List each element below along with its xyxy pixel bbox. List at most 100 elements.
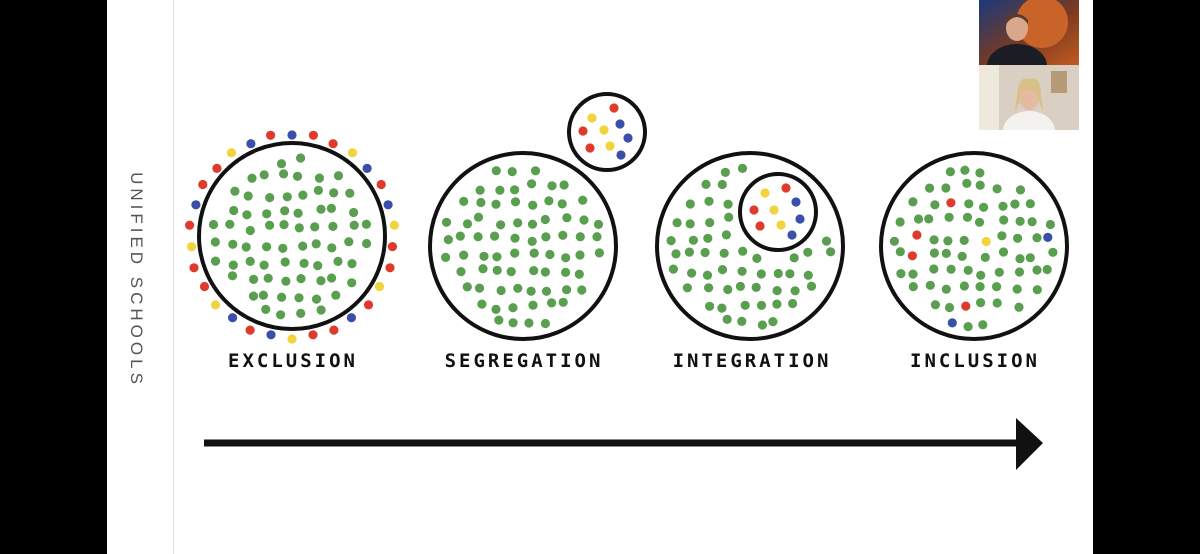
segregation-dot: [473, 212, 484, 222]
segregation-dot: [491, 166, 501, 176]
integrated-dot: [769, 205, 779, 215]
segregation-dot: [456, 267, 466, 277]
inclusion-dot: [929, 235, 939, 245]
segregated-dot: [599, 125, 609, 135]
segregation-dot: [475, 185, 485, 195]
segregation-dot: [527, 179, 537, 189]
inclusion-dot: [929, 264, 939, 274]
inclusion-dot: [925, 280, 935, 290]
integration-dot: [666, 236, 676, 246]
exclusion-dot: [294, 293, 304, 303]
segregated-dot: [616, 150, 626, 160]
inclusion-dot: [907, 251, 918, 261]
integration-dot: [721, 230, 732, 240]
exclusion-dot: [327, 273, 337, 283]
excluded-dot: [246, 139, 256, 149]
exclusion-dot: [208, 219, 219, 230]
excluded-dot: [389, 220, 399, 230]
exclusion-dot: [313, 185, 323, 195]
exclusion-dot: [248, 291, 259, 301]
segregation-dot: [491, 199, 501, 209]
exclusion-dot: [265, 220, 275, 230]
excluded-dot: [363, 300, 374, 310]
inclusion-dot: [941, 248, 951, 258]
segregation-dot: [540, 318, 551, 329]
integration-dot: [756, 269, 766, 279]
integration-dot: [684, 247, 695, 257]
integration-dot: [737, 163, 748, 173]
integration-dot: [702, 270, 713, 280]
integration-circle: [655, 151, 845, 341]
integrated-dot: [781, 183, 791, 193]
exclusion-dot: [314, 173, 324, 183]
inclusion-dot: [889, 236, 900, 246]
integration-dot: [704, 283, 714, 293]
inclusion-dot: [997, 231, 1007, 241]
integration-dot: [821, 236, 832, 246]
integration-dot: [723, 284, 733, 295]
exclusion-dot: [241, 242, 251, 252]
inclusion-dot: [959, 281, 970, 291]
inclusion-dot: [960, 165, 970, 175]
segregation-dot: [513, 218, 523, 228]
inclusion-dot: [1025, 199, 1035, 209]
excluded-dot: [376, 179, 386, 190]
exclusion-dot: [311, 239, 321, 249]
inclusion-dot: [946, 198, 956, 208]
segregation-dot: [474, 283, 485, 293]
exclusion-circle: [197, 141, 387, 331]
exclusion-dot: [328, 221, 338, 231]
segregation-dot: [528, 200, 538, 210]
video-tile-participant-2[interactable]: [979, 65, 1079, 130]
exclusion-dot: [333, 256, 343, 266]
inclusion-dot: [1014, 267, 1025, 277]
segregation-dot: [562, 213, 572, 223]
inclusion-dot: [1032, 265, 1042, 275]
inclusion-dot: [962, 178, 972, 188]
inclusion-dot: [944, 212, 954, 222]
segregation-circle: [428, 151, 618, 341]
inclusion-dot: [998, 201, 1008, 211]
segregation-dot: [510, 248, 520, 258]
segregated-dot: [587, 113, 597, 123]
integrated-dot: [755, 221, 765, 231]
exclusion-dot: [263, 273, 273, 283]
inclusion-dot: [963, 265, 973, 275]
segregation-dot: [492, 265, 502, 275]
inclusion-dot: [1015, 254, 1025, 264]
stage-label-integration: INTEGRATION: [672, 350, 832, 372]
segregation-dot: [540, 267, 551, 277]
inclusion-dot: [895, 217, 905, 227]
excluded-dot: [199, 281, 210, 292]
integration-dot: [740, 300, 750, 310]
exclusion-dot: [276, 310, 286, 320]
inclusion-dot: [981, 236, 991, 247]
exclusion-dot: [230, 186, 240, 196]
segregation-dot: [473, 232, 483, 242]
segregation-dot: [510, 233, 520, 243]
exclusion-dot: [316, 204, 326, 214]
segregation-dot: [509, 185, 520, 195]
segregation-dot: [462, 219, 473, 229]
integration-dot: [719, 248, 729, 258]
exclusion-dot: [261, 304, 271, 314]
inclusion-dot: [1048, 247, 1058, 257]
video-tile-participant-1[interactable]: [979, 0, 1079, 65]
excluded-dot: [198, 179, 208, 190]
integration-dot: [672, 218, 682, 228]
segregation-dot: [594, 248, 605, 258]
inclusion-dot: [945, 167, 956, 177]
exclusion-dot: [278, 243, 288, 253]
exclusion-dot: [316, 305, 326, 315]
excluded-dot: [347, 148, 358, 158]
excluded-dot: [308, 330, 318, 340]
segregation-dot: [547, 298, 557, 308]
integration-dot: [737, 316, 747, 326]
segregation-dot: [441, 217, 452, 227]
exclusion-dot: [210, 256, 221, 266]
segregated-dot: [615, 119, 625, 129]
integrated-dot: [791, 197, 801, 207]
arrow-head-icon: [1016, 418, 1043, 470]
video-participant-icon: [979, 65, 1079, 130]
excluded-dot: [287, 334, 297, 344]
